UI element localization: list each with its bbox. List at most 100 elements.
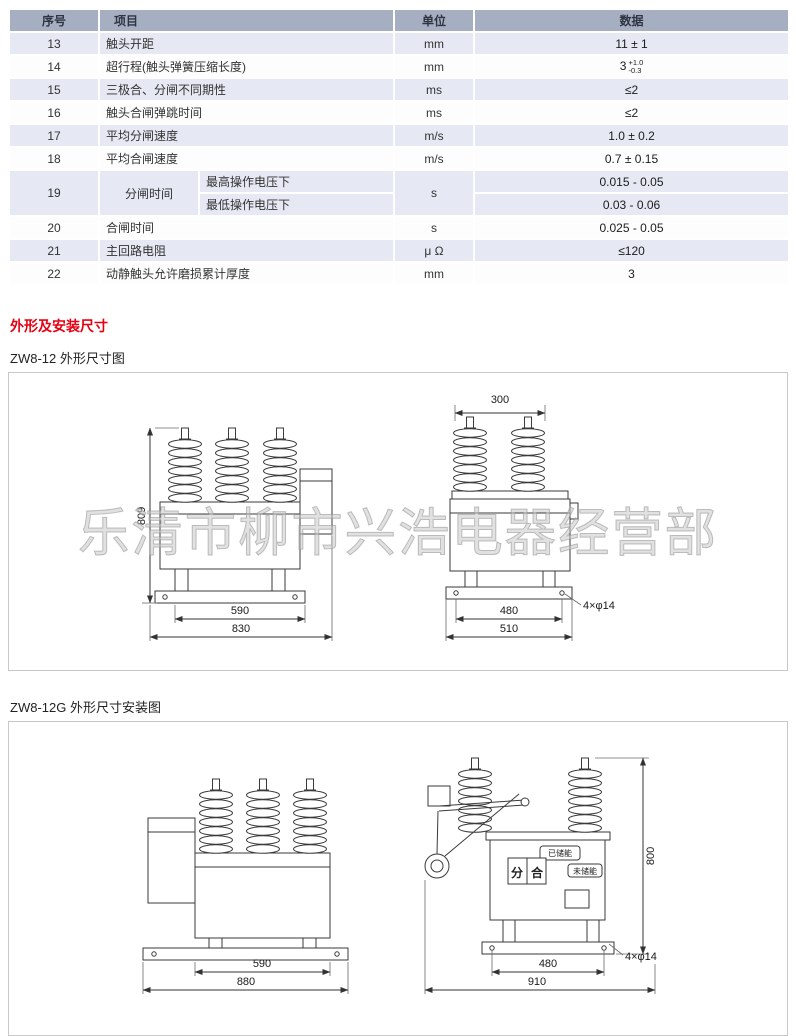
cell-unit: m/s	[393, 123, 476, 148]
watermark-text: 乐清市柳市兴浩电器经营部	[78, 505, 718, 563]
cell-no: 19	[8, 169, 100, 217]
fig2-front-view	[142, 778, 349, 961]
cell-value: ≤2	[473, 100, 791, 125]
value-base: 3	[619, 58, 627, 73]
cell-unit: ms	[393, 77, 476, 102]
table-row-19a: 19 分闸时间 最高操作电压下 s 0.015 - 0.05	[8, 169, 791, 217]
dimension-top-span: 300	[491, 394, 509, 406]
dimension-front-inner: 590	[231, 605, 249, 617]
figure2-box: 590 880	[8, 721, 788, 1036]
cell-value: ≤2	[473, 77, 791, 102]
fig1-side-view	[445, 416, 579, 600]
cell-no: 14	[8, 54, 100, 79]
insulator-bushing	[293, 778, 327, 854]
insulator-bushing	[511, 416, 545, 492]
header-value: 数据	[473, 8, 791, 33]
fig2-side-view: 已储能 未储能 分 合	[424, 757, 615, 955]
spec-table: 序号 项目 单位 数据 13 触头开距 mm 11 ± 1 14 超行程(触头弹…	[8, 8, 791, 286]
header-unit: 单位	[393, 8, 476, 33]
table-row-19b: 最低操作电压下 0.03 - 0.06	[9, 192, 791, 217]
insulator-bushing	[246, 778, 280, 854]
table-row-16: 16 触头合闸弹跳时间 ms ≤2	[8, 100, 791, 125]
cell-item: 动静触头允许磨损累计厚度	[97, 261, 396, 286]
figure1-box: 809 590 830	[8, 372, 788, 671]
cell-value: 3+1.0-0.3	[473, 54, 791, 79]
cell-value: 3	[473, 261, 791, 286]
cell-item: 三极合、分闸不同期性	[97, 77, 396, 102]
dimension-front-outer: 830	[232, 623, 250, 635]
dimension-front-inner: 590	[253, 958, 271, 970]
table-header-row: 序号 项目 单位 数据	[8, 8, 791, 33]
cell-item: 触头合闸弹跳时间	[97, 100, 396, 125]
insulator-bushing	[199, 778, 233, 854]
table-row-13: 13 触头开距 mm 11 ± 1	[8, 31, 791, 56]
insulator-bushing	[263, 427, 297, 503]
fig1-front-view	[154, 427, 333, 604]
insulator-bushing	[453, 416, 487, 492]
cell-unit: ms	[393, 100, 476, 125]
dimension-side-outer: 510	[500, 623, 518, 635]
cell-unit: s	[393, 169, 476, 217]
cell-item: 主回路电阻	[97, 238, 396, 263]
cell-value: ≤120	[473, 238, 791, 263]
figure1-drawing: 809 590 830	[78, 394, 718, 641]
cell-item: 合闸时间	[97, 215, 396, 240]
table-row-18: 18 平均合闸速度 m/s 0.7 ± 0.15	[8, 146, 791, 171]
fig2-side-dimensions: 800 480 4×φ14 910	[424, 757, 657, 994]
cell-value: 0.7 ± 0.15	[473, 146, 791, 171]
tolerance-lower: -0.3	[628, 65, 642, 75]
open-indicator-label: 分	[511, 865, 523, 880]
dimension-front-outer: 880	[237, 976, 255, 988]
figure2-label: ZW8-12G 外形尺寸安装图	[10, 700, 161, 715]
value-tolerance: +1.0-0.3	[628, 57, 644, 75]
cell-no: 15	[8, 77, 100, 102]
cell-unit: s	[393, 215, 476, 240]
fig2-front-dimensions: 590 880	[142, 958, 349, 994]
cell-subitem: 最低操作电压下	[197, 192, 396, 217]
cell-unit: mm	[393, 31, 476, 56]
cell-item: 触头开距	[97, 31, 396, 56]
cell-no: 17	[8, 123, 100, 148]
mounting-holes-note: 4×φ14	[583, 600, 615, 612]
cell-no: 20	[8, 215, 100, 240]
cell-value: 0.03 - 0.06	[473, 192, 791, 217]
insulator-bushing	[168, 427, 202, 503]
uncharged-indicator-box	[567, 863, 603, 878]
dimension-side-outer: 910	[528, 976, 546, 988]
cell-no: 21	[8, 238, 100, 263]
operating-lever	[424, 785, 530, 879]
cell-value: 0.025 - 0.05	[473, 215, 791, 240]
table-row-21: 21 主回路电阻 μ Ω ≤120	[8, 238, 791, 263]
fig1-side-dimensions: 300 480 510 4×φ14	[445, 394, 615, 641]
cell-no: 18	[8, 146, 100, 171]
dimension-side-inner: 480	[500, 605, 518, 617]
dimension-height: 800	[645, 847, 657, 865]
table-row-14: 14 超行程(触头弹簧压缩长度) mm 3+1.0-0.3	[8, 54, 791, 79]
insulator-bushing	[568, 757, 602, 833]
table-row-15: 15 三极合、分闸不同期性 ms ≤2	[8, 77, 791, 102]
figure2-drawing: 590 880	[142, 757, 657, 994]
cell-unit: m/s	[393, 146, 476, 171]
header-no: 序号	[8, 8, 100, 33]
dimension-side-inner: 480	[539, 958, 557, 970]
figure1-label: ZW8-12 外形尺寸图	[10, 351, 125, 366]
cell-no: 22	[8, 261, 100, 286]
insulator-bushing	[215, 427, 249, 503]
cell-item: 超行程(触头弹簧压缩长度)	[97, 54, 396, 79]
section-title: 外形及安装尺寸	[10, 318, 108, 334]
cell-value: 1.0 ± 0.2	[473, 123, 791, 148]
cell-value: 0.015 - 0.05	[473, 169, 791, 194]
table-row-17: 17 平均分闸速度 m/s 1.0 ± 0.2	[8, 123, 791, 148]
cell-no: 16	[8, 100, 100, 125]
cell-unit: μ Ω	[393, 238, 476, 263]
cell-unit: mm	[393, 261, 476, 286]
fig1-front-dimensions: 809 590 830	[136, 427, 333, 641]
tolerance-upper: +1.0	[628, 57, 644, 67]
table-row-20: 20 合闸时间 s 0.025 - 0.05	[8, 215, 791, 240]
charged-indicator-label: 已储能	[548, 848, 572, 858]
cell-no: 13	[8, 31, 100, 56]
close-indicator-label: 合	[531, 865, 544, 880]
cell-value: 11 ± 1	[473, 31, 791, 56]
cell-item: 平均合闸速度	[97, 146, 396, 171]
